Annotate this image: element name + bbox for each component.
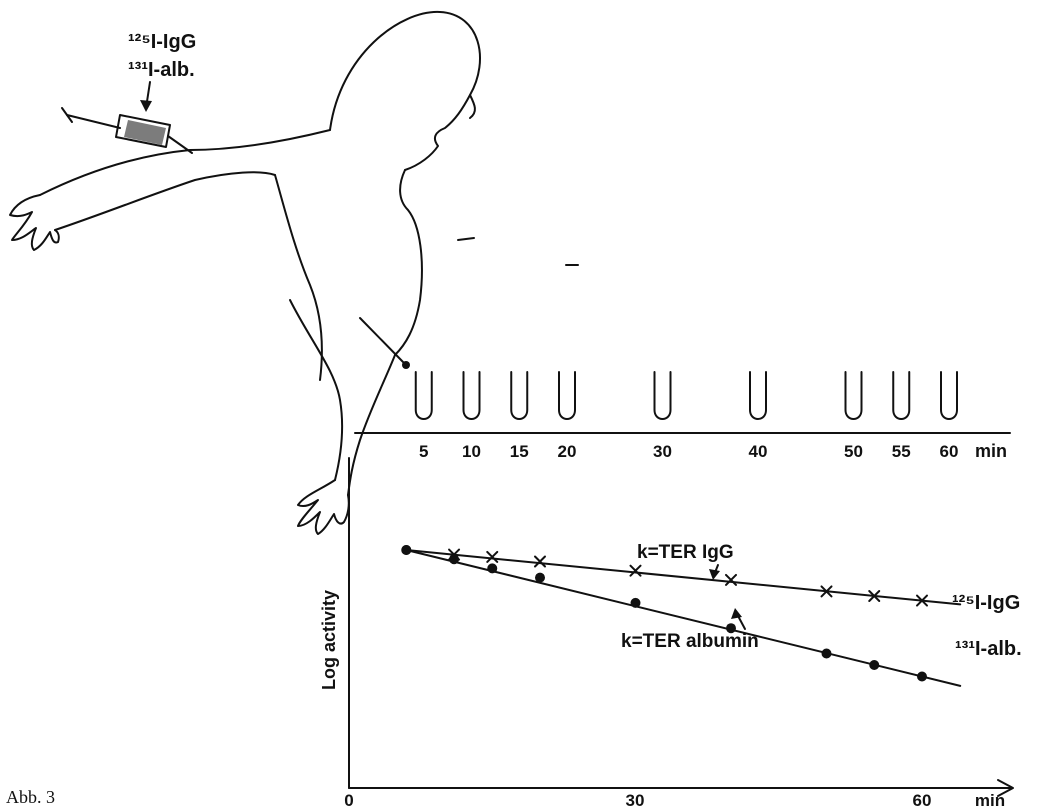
data-point-dot xyxy=(630,597,641,608)
series-line-0 xyxy=(405,549,962,606)
sample-tube xyxy=(510,371,529,420)
sampling-time-label: 10 xyxy=(462,442,481,461)
data-point-x xyxy=(868,590,881,602)
sampling-time-label: 15 xyxy=(510,442,529,461)
data-point-dot xyxy=(449,554,460,565)
sampling-time-label: 55 xyxy=(892,442,911,461)
sampling-time-label: 50 xyxy=(844,442,863,461)
chart-axes xyxy=(348,457,1014,797)
sample-tube xyxy=(892,371,911,420)
syringe-label-igg: ¹²⁵I-IgG xyxy=(128,31,196,53)
sampling-time-label: 40 xyxy=(749,442,768,461)
data-point-x xyxy=(916,594,928,607)
chart-series xyxy=(401,545,962,687)
sample-tube xyxy=(940,371,958,420)
data-point-dot xyxy=(821,648,832,659)
data-point-x xyxy=(725,573,737,586)
series-label-igg: ¹²⁵I-IgG xyxy=(952,592,1020,614)
human-figure xyxy=(9,10,579,535)
syringe xyxy=(61,81,193,154)
data-point-dot xyxy=(917,671,927,682)
sampling-time-label: 5 xyxy=(419,442,428,461)
sampling-unit-label: min xyxy=(975,441,1007,461)
sample-tube xyxy=(653,371,672,420)
x-tick-label-0: 0 xyxy=(344,791,353,808)
figure-caption: Abb. 3 xyxy=(6,787,55,807)
annotation-k-albumin: k=TER albumin xyxy=(621,631,759,652)
sample-tube xyxy=(749,371,767,420)
series-label-alb: ¹³¹I-alb. xyxy=(955,638,1022,660)
data-point-x xyxy=(629,564,642,577)
annotation-k-igg: k=TER IgG xyxy=(637,542,734,563)
sampling-time-label: 30 xyxy=(653,442,672,461)
data-point-x xyxy=(486,550,499,563)
data-point-dot xyxy=(487,563,498,574)
sample-tube xyxy=(558,371,576,420)
sampling-tubes xyxy=(414,371,958,420)
sampling-time-labels: 5 10 15 20 30 40 50 55 60 xyxy=(419,442,958,461)
sample-tube xyxy=(844,371,863,420)
y-axis-label: Log activity xyxy=(319,590,339,690)
sampling-time-label: 20 xyxy=(558,442,577,461)
data-point-dot xyxy=(726,623,736,634)
x-axis-arrow-icon xyxy=(997,779,1014,797)
syringe-label-alb: ¹³¹I-alb. xyxy=(128,59,195,81)
series-line-1 xyxy=(405,549,962,687)
data-point-dot xyxy=(869,660,880,670)
x-axis-unit-label: min xyxy=(975,791,1005,808)
data-point-x xyxy=(820,585,833,598)
sampling-time-label: 60 xyxy=(940,442,959,461)
data-point-dot xyxy=(401,545,412,555)
x-tick-label-30: 30 xyxy=(626,791,645,808)
x-tick-label-60: 60 xyxy=(913,791,932,808)
sample-tube xyxy=(414,371,433,420)
data-point-dot xyxy=(535,572,545,583)
sample-tube xyxy=(462,371,481,420)
annotation-arrows xyxy=(709,564,746,630)
data-point-x xyxy=(534,555,546,568)
